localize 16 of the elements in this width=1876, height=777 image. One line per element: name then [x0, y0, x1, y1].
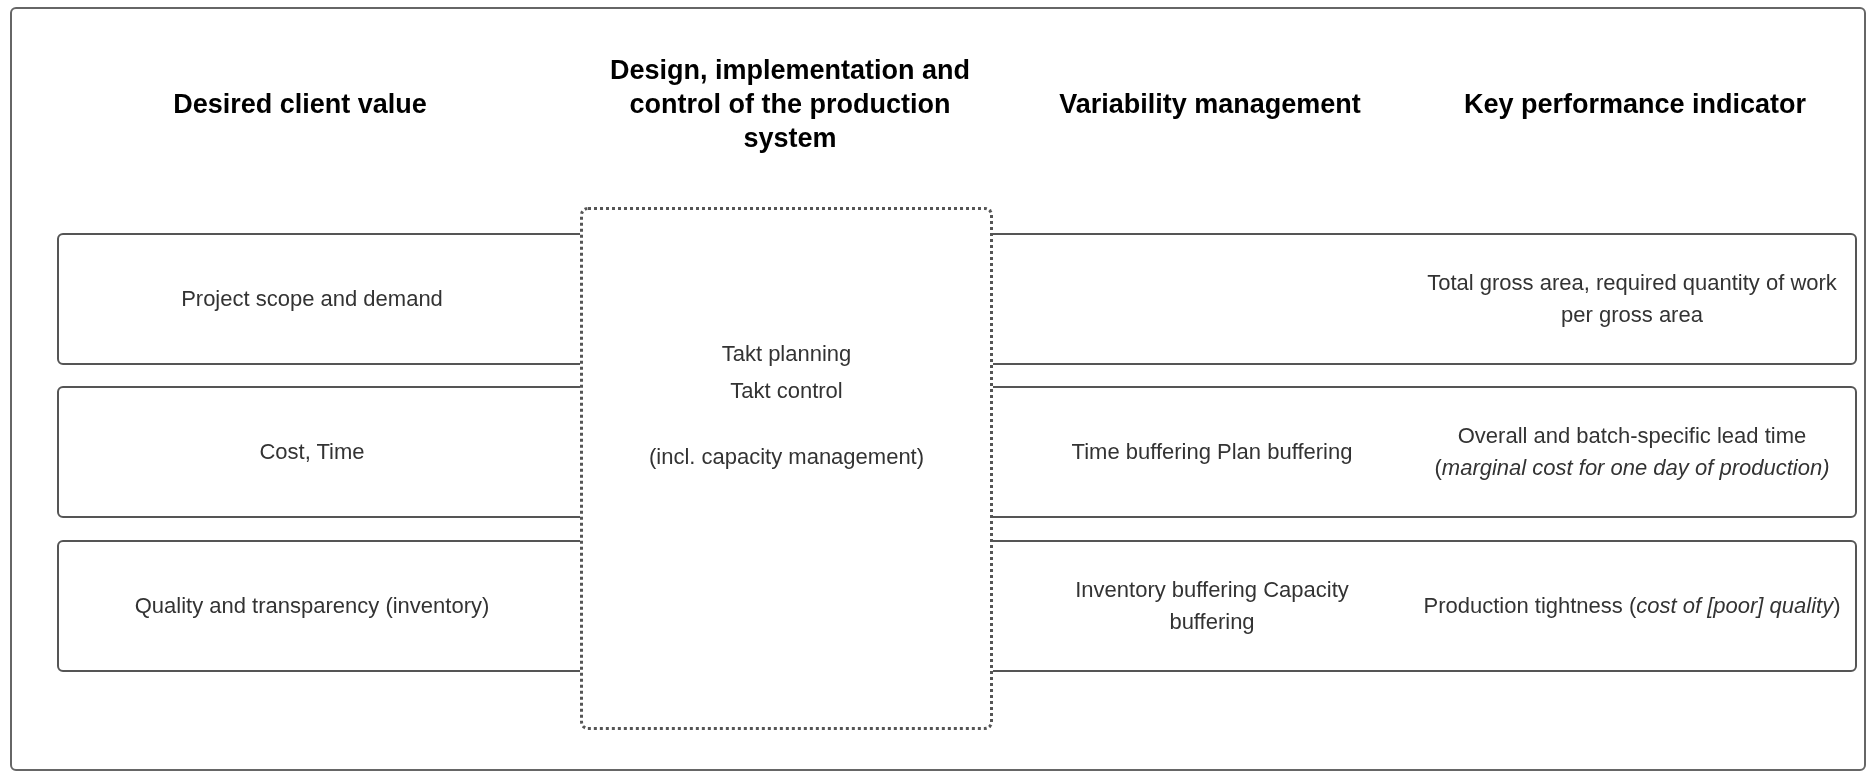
- row-text: Total gross area, required quantity of work per gross area: [1426, 269, 1838, 329]
- process-text: Takt planning: [721, 340, 852, 368]
- row-text: Time buffering Plan buffering: [1071, 438, 1353, 467]
- column-heading: Variability management: [1059, 88, 1361, 122]
- row-text: Inventory buffering Capacity buffering: [1074, 576, 1350, 636]
- row-text: Project scope and demand: [181, 285, 443, 314]
- column-heading: Design, implementation and control of the production system: [608, 54, 971, 155]
- row-text: Cost, Time: [259, 438, 365, 467]
- column-heading: Desired client value: [173, 88, 427, 122]
- row-text: Overall and batch-specific lead time (marginal cost for one day of production): [1433, 422, 1831, 482]
- row-text: Quality and transparency (inventory): [134, 592, 490, 621]
- process-text: (incl. capacity management): [648, 443, 925, 472]
- process-text: Takt control: [730, 376, 843, 405]
- row-text: Production tightness (cost of [poor] quality): [1423, 592, 1841, 621]
- dashed-box: [580, 207, 993, 730]
- column-heading: Key performance indicator: [1463, 88, 1807, 122]
